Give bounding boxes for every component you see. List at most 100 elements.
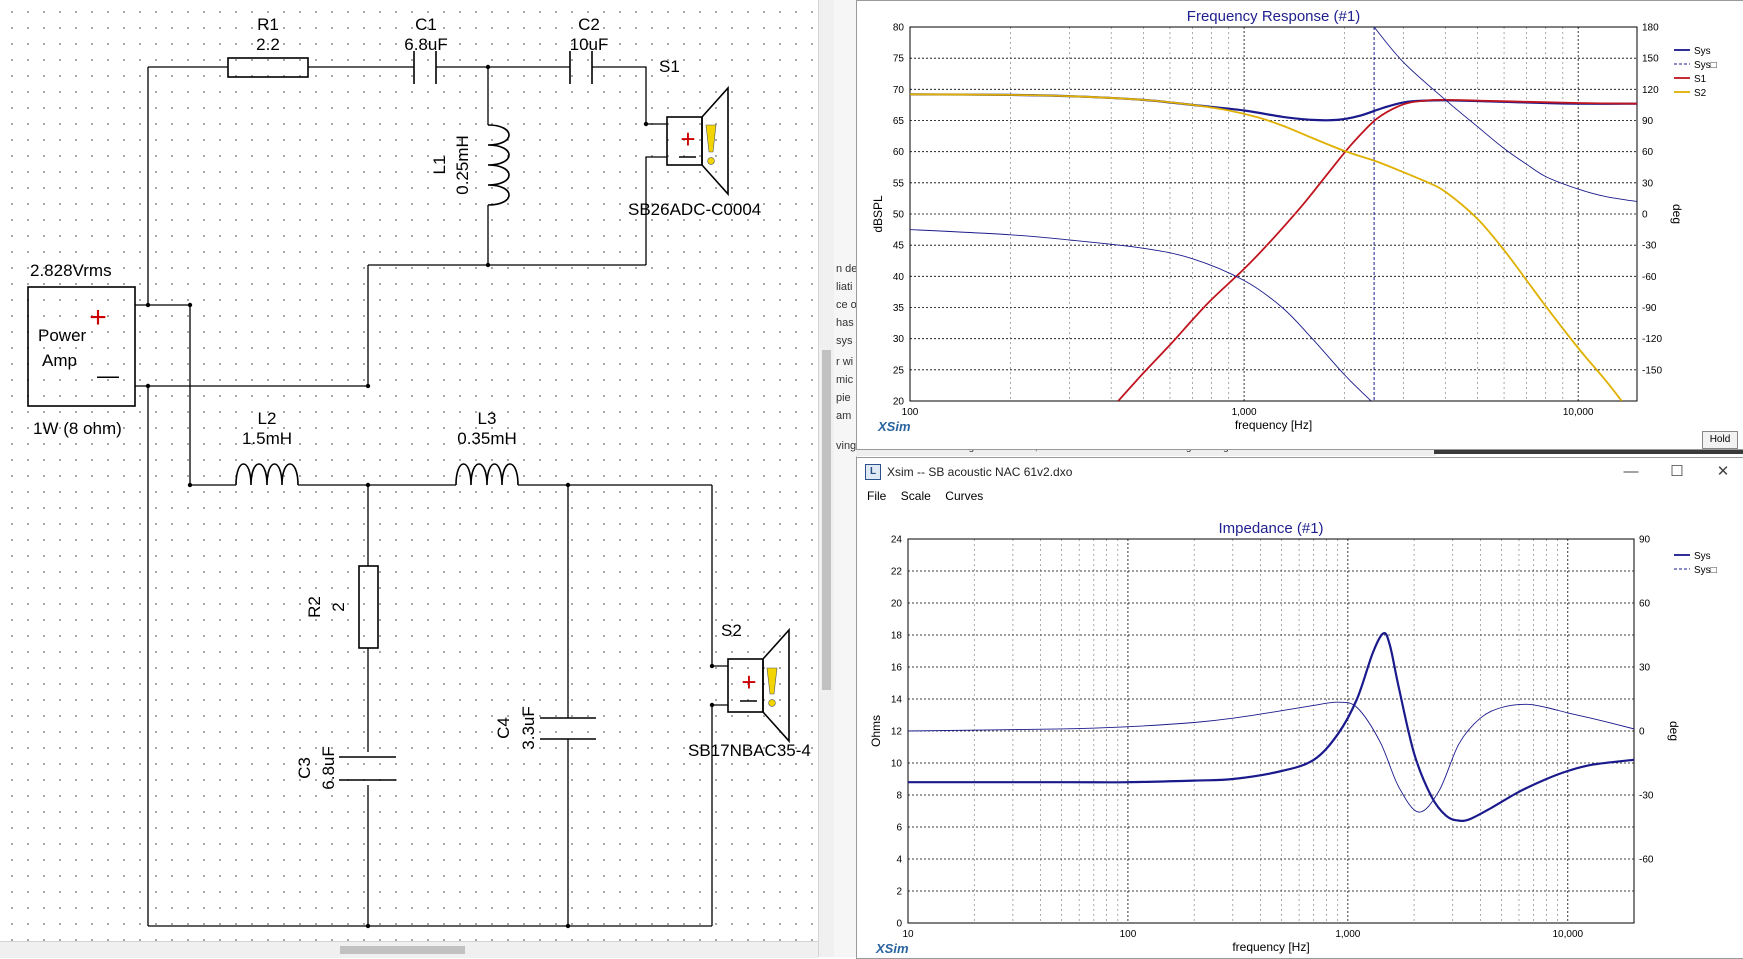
y-tick-label: 2 — [896, 887, 902, 898]
impedance-window[interactable]: L Xsim -- SB acoustic NAC 61v2.dxo — ☐ ✕… — [856, 457, 1743, 959]
c1-ref: C1 — [415, 15, 437, 34]
y2-tick-label: 90 — [1642, 116, 1654, 127]
bg-fragment: n de — [836, 263, 857, 275]
bg-fragment: pie — [836, 392, 851, 404]
x-tick-label: 10,000 — [1563, 407, 1594, 418]
y-tick-label: 75 — [893, 54, 905, 65]
schematic-canvas[interactable]: Power Amp + — 2.828Vrms 1W (8 ohm) R1 2.… — [0, 0, 818, 957]
c4-ref: C4 — [494, 717, 513, 739]
y-tick-label: 22 — [891, 567, 903, 578]
series-line-sys-phase — [908, 701, 1634, 813]
bg-fragment: has — [836, 317, 854, 329]
amp-rating: 1W (8 ohm) — [33, 419, 122, 438]
close-button[interactable]: ✕ — [1716, 463, 1730, 480]
y-tick-label: 16 — [891, 663, 903, 674]
x-tick-label: 100 — [1120, 929, 1137, 940]
capacitor-c3[interactable]: C3 6.8uF — [295, 746, 396, 790]
y2-tick-label: 120 — [1642, 85, 1659, 96]
y-axis-label: Ohms — [869, 715, 883, 747]
c3-ref: C3 — [295, 757, 314, 779]
y-tick-label: 14 — [891, 695, 903, 706]
chart-title: Impedance (#1) — [1218, 520, 1323, 537]
window-titlebar[interactable]: L Xsim -- SB acoustic NAC 61v2.dxo — ☐ ✕ — [857, 458, 1743, 486]
x-axis-label: frequency [Hz] — [1235, 418, 1312, 432]
background-document-window: n de liati ce o has sys r wi mic pie am … — [834, 0, 857, 957]
speaker-s1[interactable]: + S1 SB26ADC-C0004 — [628, 57, 761, 219]
y-tick-label: 24 — [891, 535, 903, 546]
y-tick-label: 60 — [893, 147, 905, 158]
s2-model: SB17NBAC35-4 — [688, 741, 811, 760]
bg-fragment: sys — [836, 335, 853, 347]
menu-file[interactable]: File — [867, 489, 887, 503]
resistor-r2[interactable]: R2 2 — [305, 565, 379, 649]
y2-tick-label: 60 — [1639, 599, 1651, 610]
inductor-l1[interactable]: L1 0.25mH — [430, 124, 510, 206]
x-tick-label: 1,000 — [1335, 929, 1360, 940]
horizontal-scroll-thumb[interactable] — [340, 946, 465, 954]
legend-entry: Sys□ — [1694, 565, 1717, 576]
inductor-l3[interactable]: L3 0.35mH — [455, 409, 519, 486]
amp-plus-sign: + — [89, 301, 107, 334]
y2-tick-label: -90 — [1642, 303, 1657, 314]
schematic-vertical-scrollbar[interactable] — [818, 0, 835, 957]
y2-tick-label: 0 — [1642, 210, 1648, 221]
series-line-sys-phase-wrapped — [1373, 27, 1637, 202]
s1-warning-icon — [705, 124, 717, 165]
series-line-sys — [910, 93, 1637, 122]
speaker-s2[interactable]: + S2 SB17NBAC35-4 — [688, 621, 811, 760]
r2-ref: R2 — [305, 596, 324, 618]
inductor-l2[interactable]: L2 1.5mH — [235, 409, 299, 486]
impedance-chart[interactable]: Impedance (#1)024681012141618202224-60-3… — [857, 506, 1743, 958]
c2-ref: C2 — [578, 15, 600, 34]
c2-value: 10uF — [570, 35, 609, 54]
r1-ref: R1 — [257, 15, 279, 34]
y2-tick-label: 150 — [1642, 54, 1659, 65]
junction-dots — [145, 64, 715, 929]
amp-voltage: 2.828Vrms — [30, 261, 112, 280]
x-tick-label: 10 — [902, 929, 914, 940]
y2-tick-label: 180 — [1642, 23, 1659, 34]
s2-warning-icon — [766, 667, 778, 707]
s2-ref: S2 — [721, 621, 742, 640]
hold-button[interactable]: Hold — [1702, 431, 1738, 449]
wires — [135, 66, 728, 927]
y2-tick-label: -120 — [1642, 334, 1662, 345]
resistor-r1[interactable]: R1 2.2 — [227, 15, 309, 78]
bg-fragment: ce o — [836, 299, 857, 311]
legend-entry: Sys — [1694, 46, 1711, 57]
y2-tick-label: -30 — [1639, 791, 1654, 802]
amp-name-line2: Amp — [42, 351, 77, 370]
frequency-response-chart[interactable]: Frequency Response (#1)20253035404550556… — [857, 1, 1743, 449]
menu-curves[interactable]: Curves — [945, 489, 984, 503]
vertical-scroll-thumb[interactable] — [822, 350, 831, 690]
bg-fragment: mic — [836, 374, 854, 386]
l2-value: 1.5mH — [242, 429, 292, 448]
y2-tick-label: -60 — [1639, 855, 1654, 866]
maximize-button[interactable]: ☐ — [1670, 463, 1684, 480]
bg-fragment: r wi — [836, 356, 854, 368]
capacitor-c4[interactable]: C4 3.3uF — [494, 706, 596, 750]
xsim-brand-label: XSim — [875, 941, 909, 956]
series-line-sys-phase — [910, 229, 1372, 401]
menu-scale[interactable]: Scale — [900, 489, 931, 503]
capacitor-c2[interactable]: C2 10uF — [569, 15, 609, 84]
chart-title: Frequency Response (#1) — [1187, 8, 1360, 25]
y-tick-label: 20 — [891, 599, 903, 610]
power-amp-source[interactable]: Power Amp + — — [27, 286, 136, 407]
schematic-horizontal-scrollbar[interactable] — [0, 941, 818, 958]
l3-value: 0.35mH — [457, 429, 517, 448]
y2-tick-label: 30 — [1642, 178, 1654, 189]
y-tick-label: 6 — [896, 823, 902, 834]
y-tick-label: 25 — [893, 365, 905, 376]
y-tick-label: 8 — [896, 791, 902, 802]
s2-plus-icon: + — [741, 667, 756, 697]
x-tick-label: 10,000 — [1552, 929, 1583, 940]
y-tick-label: 20 — [893, 397, 905, 408]
xsim-brand-label: XSim — [877, 419, 911, 434]
plot-frame — [909, 26, 1638, 402]
y-tick-label: 65 — [893, 116, 905, 127]
legend-entry: Sys — [1694, 551, 1711, 562]
capacitor-c1[interactable]: C1 6.8uF — [404, 15, 448, 84]
minimize-button[interactable]: — — [1623, 463, 1639, 480]
